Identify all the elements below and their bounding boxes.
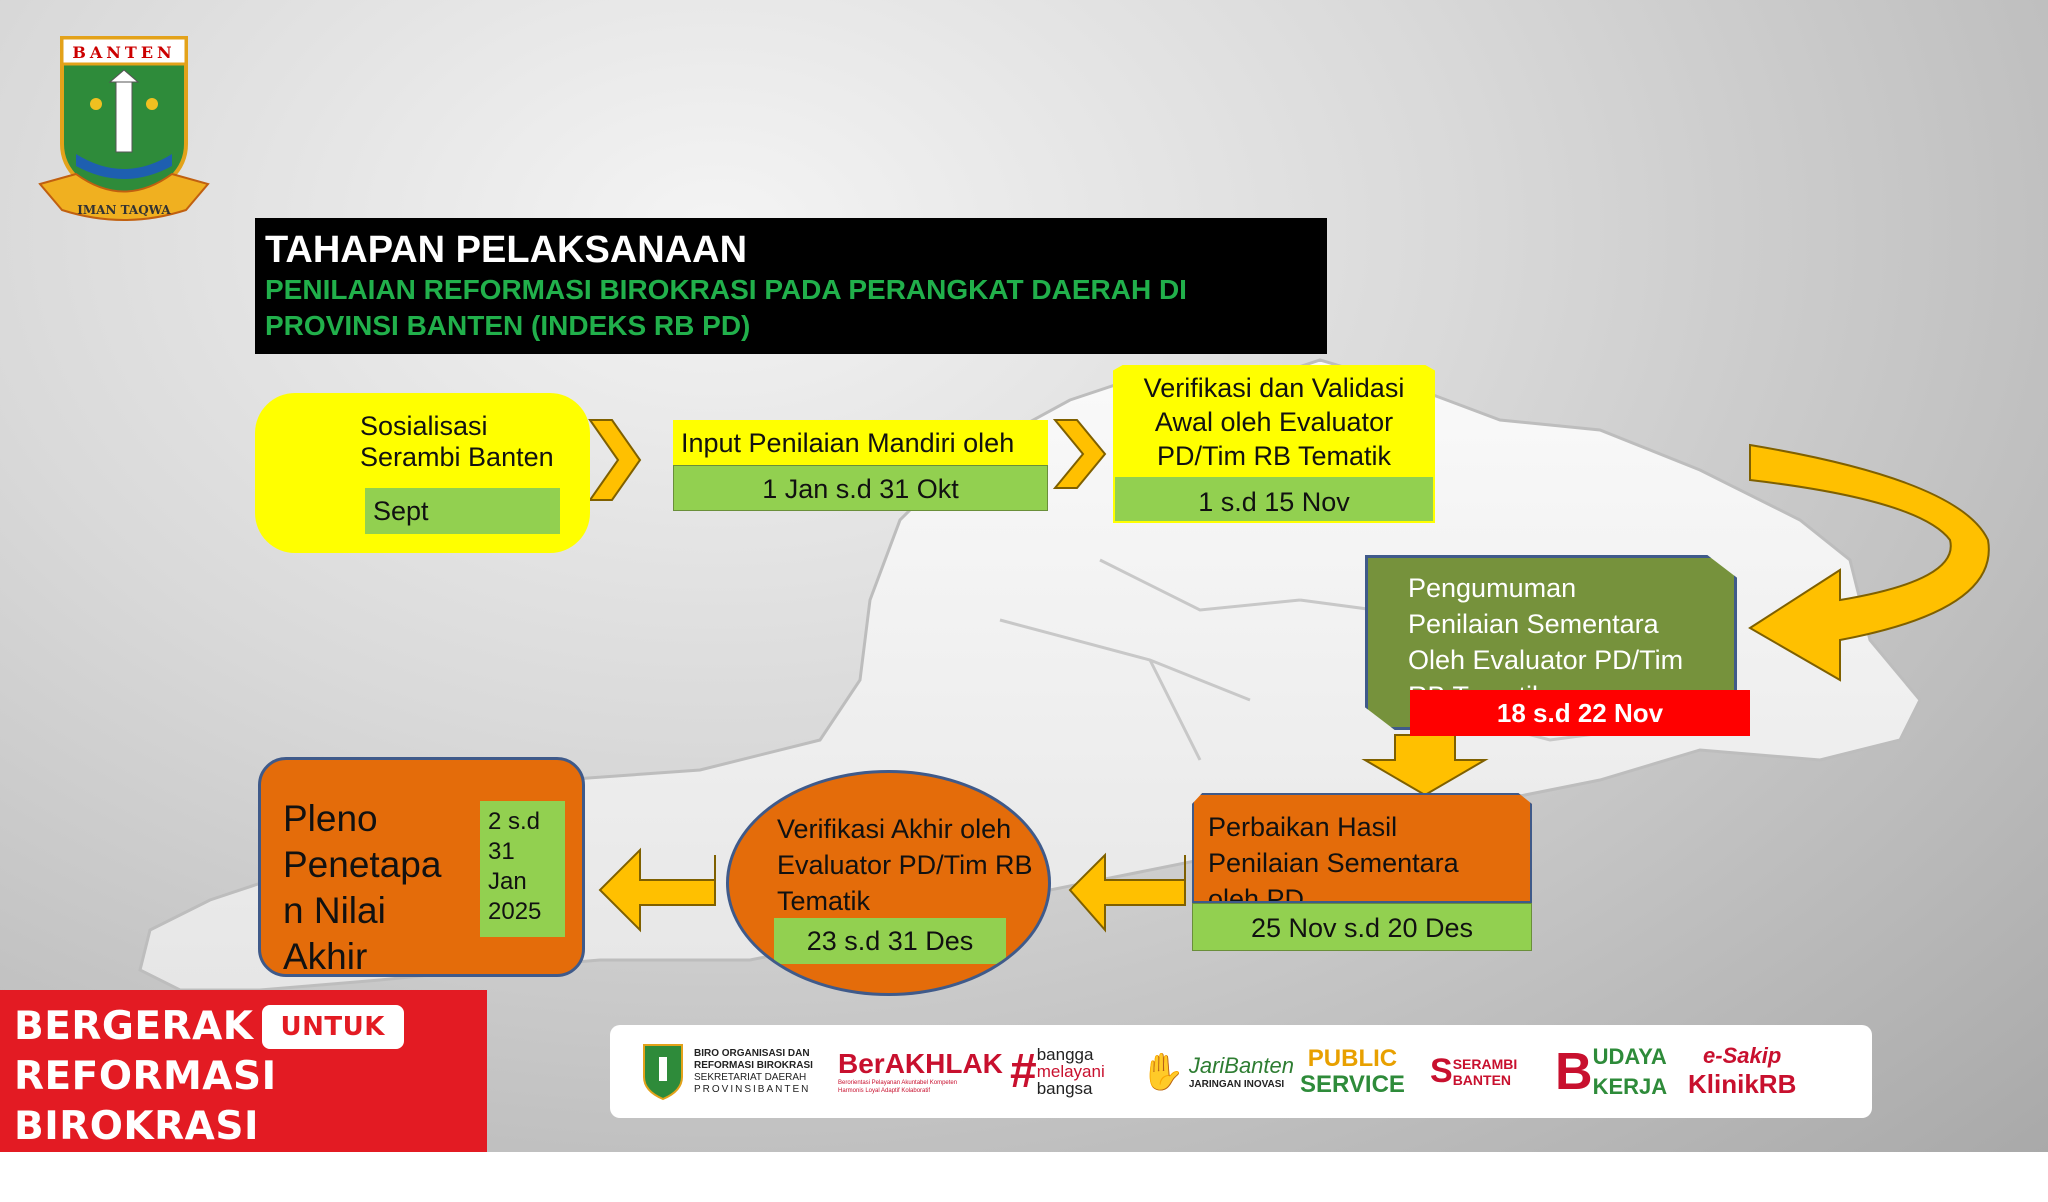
- biro-emblem-icon: [643, 1043, 683, 1100]
- logo-public-service: PUBLIC SERVICE: [1300, 1025, 1405, 1118]
- step5-line1: Perbaikan Hasil: [1208, 812, 1398, 842]
- svg-text:IMAN TAQWA: IMAN TAQWA: [77, 203, 171, 217]
- step4-line2: Penilaian Sementara: [1408, 609, 1659, 639]
- biro-line4: PROVINSIBANTEN: [694, 1083, 811, 1095]
- jari-line1: JariBanten: [1188, 1053, 1295, 1078]
- hand-icon: ✋: [1140, 1050, 1185, 1092]
- public-line1: PUBLIC: [1307, 1044, 1398, 1072]
- step7-date3: Jan: [488, 868, 527, 895]
- step3-line3: PD/Tim RB Tematik: [1156, 441, 1392, 471]
- step-verifikasi-awal: Verifikasi dan Validasi Awal oleh Evalua…: [1113, 365, 1435, 475]
- chevron-arrow-2: [1052, 419, 1107, 489]
- public-line2: SERVICE: [1300, 1070, 1405, 1098]
- step7-date: 2 s.d 31 Jan 2025: [480, 801, 565, 937]
- esakip-text: e-Sakip: [1703, 1043, 1782, 1068]
- jari-line2: JARINGAN INOVASI: [1188, 1079, 1285, 1090]
- hashtag-icon: #: [1010, 1045, 1037, 1098]
- bangga-line1: bangga: [1036, 1045, 1094, 1064]
- step-pleno: Pleno Penetapa n Nilai Akhir 2 s.d 31 Ja…: [258, 757, 585, 977]
- bangga-line3: bangsa: [1036, 1079, 1093, 1098]
- logo-strip: BIRO ORGANISASI DAN REFORMASI BIROKRASI …: [610, 1025, 1872, 1118]
- logo-budaya-kerja: B UDAYA KERJA: [1555, 1025, 1667, 1118]
- step7-text: Pleno Penetapa n Nilai Akhir: [283, 796, 441, 980]
- logo-biro: BIRO ORGANISASI DAN REFORMASI BIROKRASI …: [640, 1025, 813, 1118]
- serambi-line2: BANTEN: [1452, 1071, 1512, 1088]
- berakhlak-sub1: Berorientasi Pelayanan Akuntabel Kompete…: [838, 1079, 958, 1086]
- budaya-line1: UDAYA: [1592, 1043, 1667, 1069]
- step2-label: Input Penilaian Mandiri oleh: [681, 428, 1015, 458]
- slogan-bergerak: BERGERAK: [14, 1004, 254, 1049]
- page-subtitle-line1: PENILAIAN REFORMASI BIROKRASI PADA PERAN…: [265, 274, 1187, 305]
- step5-line3: oleh PD: [1208, 884, 1305, 903]
- step4-date: 18 s.d 22 Nov: [1410, 690, 1750, 736]
- step3-date: 1 s.d 15 Nov: [1113, 475, 1435, 523]
- step7-date1: 2 s.d: [488, 808, 541, 835]
- step-input-penilaian: Input Penilaian Mandiri oleh: [673, 420, 1048, 465]
- budaya-b-icon: B: [1555, 1042, 1593, 1101]
- step7-line1: Pleno: [283, 798, 378, 839]
- banten-emblem: BANTEN IMAN TAQWA: [38, 36, 210, 221]
- step6-date: 23 s.d 31 Des: [774, 918, 1006, 964]
- step4-line3: Oleh Evaluator PD/Tim: [1408, 645, 1684, 675]
- step6-line3: Tematik: [777, 886, 871, 916]
- biro-line3: SEKRETARIAT DAERAH: [694, 1071, 807, 1083]
- step7-line3: n Nilai: [283, 890, 386, 931]
- logo-klinikrb: e-Sakip KlinikRB: [1688, 1025, 1796, 1118]
- serambi-s-icon: S: [1430, 1052, 1453, 1090]
- step-verifikasi-akhir: Verifikasi Akhir oleh Evaluator PD/Tim R…: [726, 770, 1051, 996]
- step5-text: Perbaikan Hasil Penilaian Sementara oleh…: [1208, 809, 1459, 903]
- berakhlak-sub2: Harmonis Loyal Adaptif Kolaboratif: [838, 1087, 931, 1094]
- step7-line2: Penetapa: [283, 844, 442, 885]
- page-title: TAHAPAN PELAKSANAAN: [265, 229, 748, 271]
- step7-line4: Akhir: [283, 936, 368, 977]
- logo-serambi-banten: S SERAMBI BANTEN: [1430, 1025, 1517, 1118]
- step1-line1: Sosialisasi: [360, 411, 488, 441]
- slogan-untuk: UNTUK: [261, 1005, 404, 1049]
- left-arrow-2: [598, 847, 716, 933]
- step2-date: 1 Jan s.d 31 Okt: [673, 465, 1048, 511]
- step5-line2: Penilaian Sementara: [1208, 848, 1459, 878]
- step-sosialisasi: Sosialisasi Serambi Banten Sept: [255, 393, 590, 553]
- step1-line2: Serambi Banten: [360, 442, 554, 472]
- step5-date: 25 Nov s.d 20 Des: [1192, 903, 1532, 951]
- step6-text: Verifikasi Akhir oleh Evaluator PD/Tim R…: [777, 811, 1033, 919]
- step4-line1: Pengumuman: [1408, 573, 1577, 603]
- step1-date: Sept: [365, 488, 560, 534]
- step7-date2: 31: [488, 838, 515, 865]
- step-perbaikan: Perbaikan Hasil Penilaian Sementara oleh…: [1192, 793, 1532, 903]
- logo-jaribanten: ✋ JariBanten JARINGAN INOVASI: [1140, 1025, 1294, 1118]
- slogan-line2: REFORMASI BIROKRASI: [14, 1054, 277, 1149]
- step6-line1: Verifikasi Akhir oleh: [777, 814, 1012, 844]
- page-subtitle-line2: PROVINSI BANTEN (INDEKS RB PD): [265, 310, 751, 341]
- chevron-arrow-1: [588, 419, 642, 501]
- flow-arrows: [588, 419, 1990, 933]
- left-arrow-1: [1068, 852, 1186, 933]
- serambi-line1: SERAMBI: [1452, 1055, 1518, 1072]
- title-box: TAHAPAN PELAKSANAAN PENILAIAN REFORMASI …: [255, 218, 1327, 354]
- step6-line2: Evaluator PD/Tim RB: [777, 850, 1033, 880]
- berakhlak-text: BerAKHLAK: [838, 1047, 1003, 1079]
- curved-arrow: [1748, 443, 1990, 682]
- slogan-line3: BERDAMPAK: [14, 1154, 292, 1199]
- down-arrow: [1361, 734, 1489, 797]
- svg-text:BANTEN: BANTEN: [72, 43, 175, 62]
- klinik-text: KlinikRB: [1688, 1069, 1797, 1099]
- bangga-line2: melayani: [1036, 1062, 1105, 1081]
- biro-line2: REFORMASI BIROKRASI: [694, 1059, 813, 1071]
- biro-line1: BIRO ORGANISASI DAN: [694, 1047, 810, 1059]
- step3-line1: Verifikasi dan Validasi: [1143, 373, 1405, 403]
- budaya-line2: KERJA: [1592, 1073, 1668, 1099]
- logo-berakhlak: BerAKHLAK Berorientasi Pelayanan Akuntab…: [838, 1025, 1003, 1118]
- step3-line2: Awal oleh Evaluator: [1154, 407, 1394, 437]
- logo-bangga-melayani: # bangga melayani bangsa: [1010, 1025, 1105, 1118]
- step7-date4: 2025: [488, 898, 542, 925]
